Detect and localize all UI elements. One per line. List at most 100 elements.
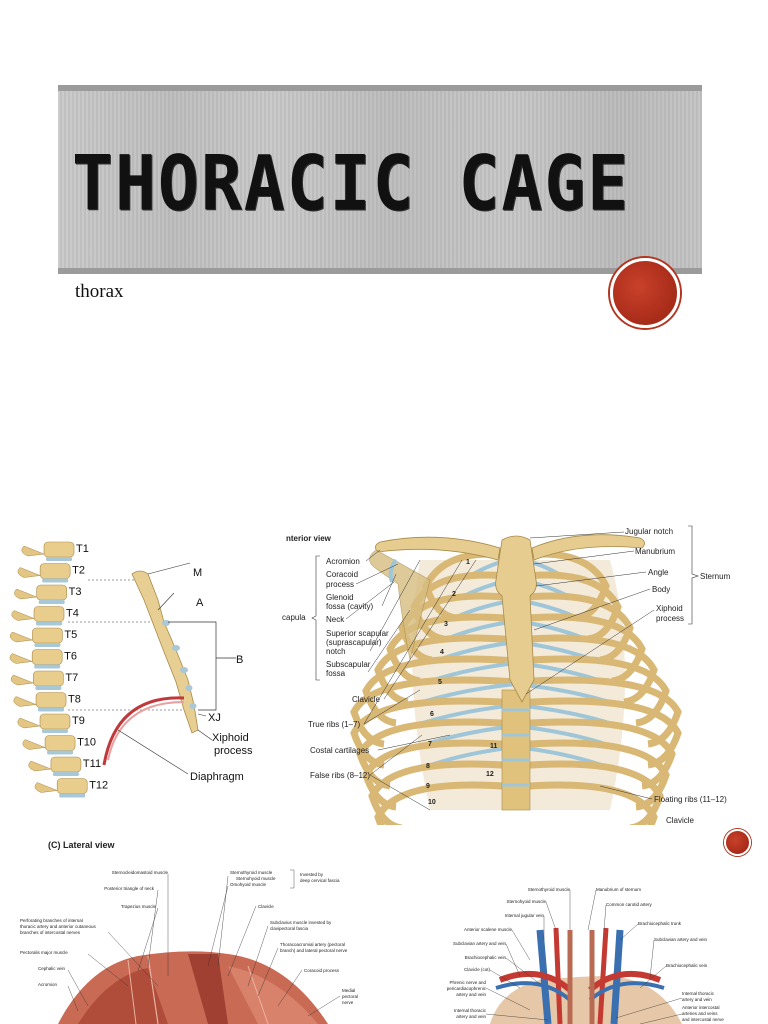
rib-number-8: 8 [426, 763, 430, 770]
rib-number-6: 6 [430, 711, 434, 718]
label-clavicle-right: Clavicle [666, 816, 695, 825]
lateral-label-2: Trapezius muscle [121, 904, 157, 909]
vessel-label-16: artery and vein [456, 1014, 486, 1019]
label-false-ribs: False ribs (8–12) [310, 771, 370, 780]
vertebra-t2: T2 [17, 563, 85, 583]
lateral-label-10: Sternohyoid muscle [236, 876, 276, 881]
label-scapula: capula [282, 613, 306, 622]
vessel-label-7: Subclavian artery and vein [453, 941, 507, 946]
sternum-lateral [131, 570, 199, 734]
vertebra-label-t2: T2 [72, 565, 85, 577]
lateral-label-13: deep cervical fascia [300, 878, 340, 883]
vessel-label-5: Brachiocephalic trunk [638, 921, 682, 926]
rib-pair-11 [368, 760, 664, 825]
label-lateral-view: (C) Lateral view [48, 840, 116, 850]
label-a: A [196, 597, 204, 609]
label-coracoid-process: process [326, 580, 354, 589]
vertebra-t5: T5 [9, 627, 77, 647]
vessel-label-17: Internal thoracic [682, 991, 715, 996]
vessel-label-18: artery and vein [682, 997, 712, 1002]
label-true-ribs: True ribs (1–7) [308, 720, 361, 729]
lateral-label-6: Pectoralis major muscle [20, 950, 68, 955]
label-suprascapular: (suprascapular) [326, 638, 382, 647]
lateral-label-12: Invested by [300, 872, 324, 877]
vessel-illustration [490, 927, 682, 1024]
lateral-label-18: branch) and lateral pectoral nerve [280, 948, 348, 953]
label-xiphoid: Xiphoid [656, 604, 683, 613]
vertebra-label-t12: T12 [89, 780, 108, 792]
lateral-label-4: thoracic artery and anterior cutaneous [20, 924, 97, 929]
label-xj: XJ [208, 712, 221, 724]
vessel-label-10: Clavicle (cut) [464, 967, 491, 972]
vessel-label-1: Manubrium of sternum [596, 887, 641, 892]
label-body: Body [652, 585, 670, 594]
rib-pair-12 [374, 781, 658, 825]
vertebra-label-t10: T10 [77, 737, 96, 749]
label-acromion: Acromion [326, 557, 360, 566]
lateral-label-17: Thoracoacromial artery (pectoral [280, 942, 345, 947]
vertebra-t4: T4 [11, 606, 79, 626]
vertebra-label-t3: T3 [69, 586, 82, 598]
label-manubrium: Manubrium [635, 547, 675, 556]
vessel-label-2: Sternohyoid muscle [506, 899, 546, 904]
lateral-label-0: Sternocleidomastoid muscle [112, 870, 169, 875]
vessel-label-13: pericardiacophrenic [447, 986, 487, 991]
lateral-label-11: Omohyoid muscle [230, 882, 267, 887]
vessel-label-4: Internal jugular vein [505, 913, 545, 918]
label-superior-scapular: Superior scapular [326, 629, 389, 638]
vessel-label-21: and intercostal nerve [682, 1017, 724, 1022]
vessel-label-0: Sternothyroid muscle [528, 887, 571, 892]
label-coracoid: Coracoid [326, 570, 358, 579]
vertebra-t8: T8 [13, 692, 81, 712]
vertebra-t7: T7 [10, 670, 78, 690]
vessel-label-11: Brachiocephalic vein [666, 963, 708, 968]
lateral-label-9: Sternothyroid muscle [230, 870, 273, 875]
vertebra-label-t6: T6 [64, 651, 77, 663]
label-sternum: Sternum [700, 572, 731, 581]
label-notch: notch [326, 647, 346, 656]
vertebra-t9: T9 [17, 713, 85, 733]
vertebra-t12: T12 [34, 778, 108, 798]
vertebra-t10: T10 [22, 735, 96, 755]
lateral-label-8: Acromion [38, 982, 58, 987]
lateral-label-3: Perforating branches of internal [20, 918, 83, 923]
vessel-label-14: artery and vein [456, 992, 486, 997]
lateral-label-7: Cephalic vein [38, 966, 66, 971]
vertebra-t6: T6 [9, 649, 77, 669]
lateral-label-19: Coracoid process [304, 968, 340, 973]
label-xiphoid-2: process [214, 745, 253, 757]
vessel-label-6: Anterior scalene muscle [464, 927, 513, 932]
label-anterior-view: nterior view [286, 534, 332, 543]
vertebra-t11: T11 [28, 756, 101, 776]
vessel-label-12: Phrenic nerve and [449, 980, 486, 985]
label-clavicle-left: Clavicle [352, 695, 381, 704]
rib-number-9: 9 [426, 783, 430, 790]
vessel-label-19: Anterior intercostal [682, 1005, 720, 1010]
lateral-label-15: Subclavius muscle invested by [270, 920, 332, 925]
vertebra-label-t11: T11 [83, 758, 101, 770]
rib-number-2: 2 [452, 591, 456, 598]
rib-number-12: 12 [486, 771, 494, 778]
muscle-illustration [58, 951, 328, 1024]
lateral-label-5: branches of intercostal nerves [20, 930, 81, 935]
slide-title: THORACIC CAGE [72, 140, 631, 229]
slide-subtitle: thorax [75, 281, 124, 302]
diaphragm-curve [102, 696, 185, 766]
label-costal-cartilages: Costal cartilages [310, 746, 369, 755]
vessel-label-3: Common carotid artery [606, 902, 653, 907]
label-xiphoid-process: process [656, 614, 684, 623]
label-neck: Neck [326, 615, 345, 624]
vertebra-label-t7: T7 [65, 672, 78, 684]
rib-cage [350, 534, 682, 825]
label-m: M [193, 567, 202, 579]
label-glenoid-fossa: fossa (cavity) [326, 602, 373, 611]
anterior-ribcage-figure: nterior view capula Acromion Coracoid pr… [282, 525, 731, 825]
vessel-label-9: Brachiocephalic vein [465, 955, 507, 960]
label-b: B [236, 654, 243, 666]
decorative-red-dot-large [610, 258, 680, 328]
rib-number-7: 7 [428, 741, 432, 748]
title-top-rule [58, 85, 702, 91]
rib-number-10: 10 [428, 799, 436, 806]
title-band [58, 85, 702, 268]
